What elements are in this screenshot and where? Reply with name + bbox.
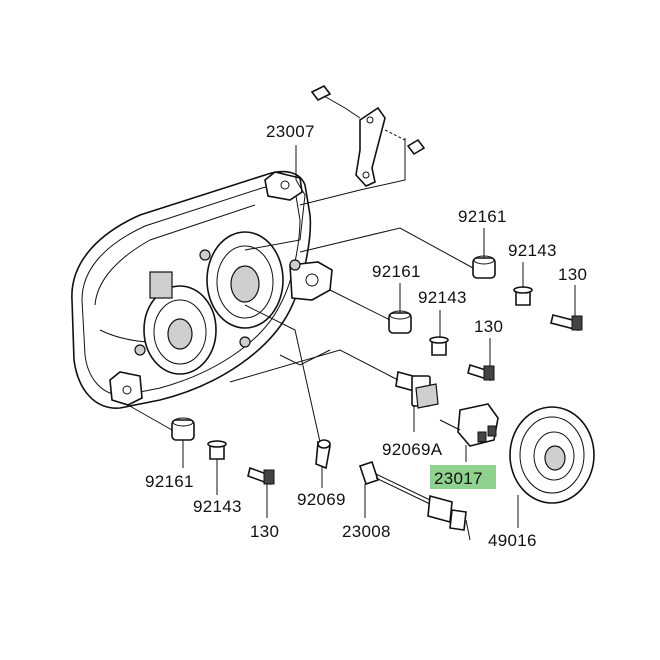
callout-label: 130 (558, 265, 587, 284)
callout-label: 92161 (372, 262, 421, 281)
dust-cover-icon (509, 406, 595, 504)
bulb-icon (395, 370, 439, 409)
headlight-housing (71, 170, 333, 409)
callout-label: 92143 (418, 288, 467, 307)
callout-label: 92143 (508, 241, 557, 260)
highlight-box (430, 465, 496, 489)
callout-label: 92161 (145, 472, 194, 491)
small-bolt-icon (406, 138, 426, 156)
callout-label: 130 (250, 522, 279, 541)
grommet-icon (388, 310, 412, 334)
headlight-bracket (355, 106, 406, 187)
grommet-icon (472, 255, 496, 279)
position-bulb-icon (315, 439, 331, 470)
callout-label: 92143 (193, 497, 242, 516)
callout-label: 130 (474, 317, 503, 336)
callout-label: 92069 (297, 490, 346, 509)
bolt-icon (467, 363, 495, 382)
wire-harness-icon (358, 460, 471, 541)
socket-icon (457, 403, 499, 447)
bolt-icon (310, 84, 346, 109)
leader-lines (127, 107, 576, 528)
bolt-icon (247, 466, 275, 486)
callout-label: 92069A (382, 440, 443, 459)
callout-label: 92161 (458, 207, 507, 226)
callout-label: 23007 (266, 122, 315, 141)
collar-icon (207, 440, 227, 460)
collar-icon (513, 286, 533, 306)
bolt-icon (550, 314, 583, 331)
collar-icon (429, 336, 449, 356)
callout-label-highlighted[interactable]: 23017 (434, 469, 483, 488)
callout-label: 49016 (488, 531, 537, 550)
callout-label: 23008 (342, 522, 391, 541)
grommet-icon (171, 417, 195, 441)
